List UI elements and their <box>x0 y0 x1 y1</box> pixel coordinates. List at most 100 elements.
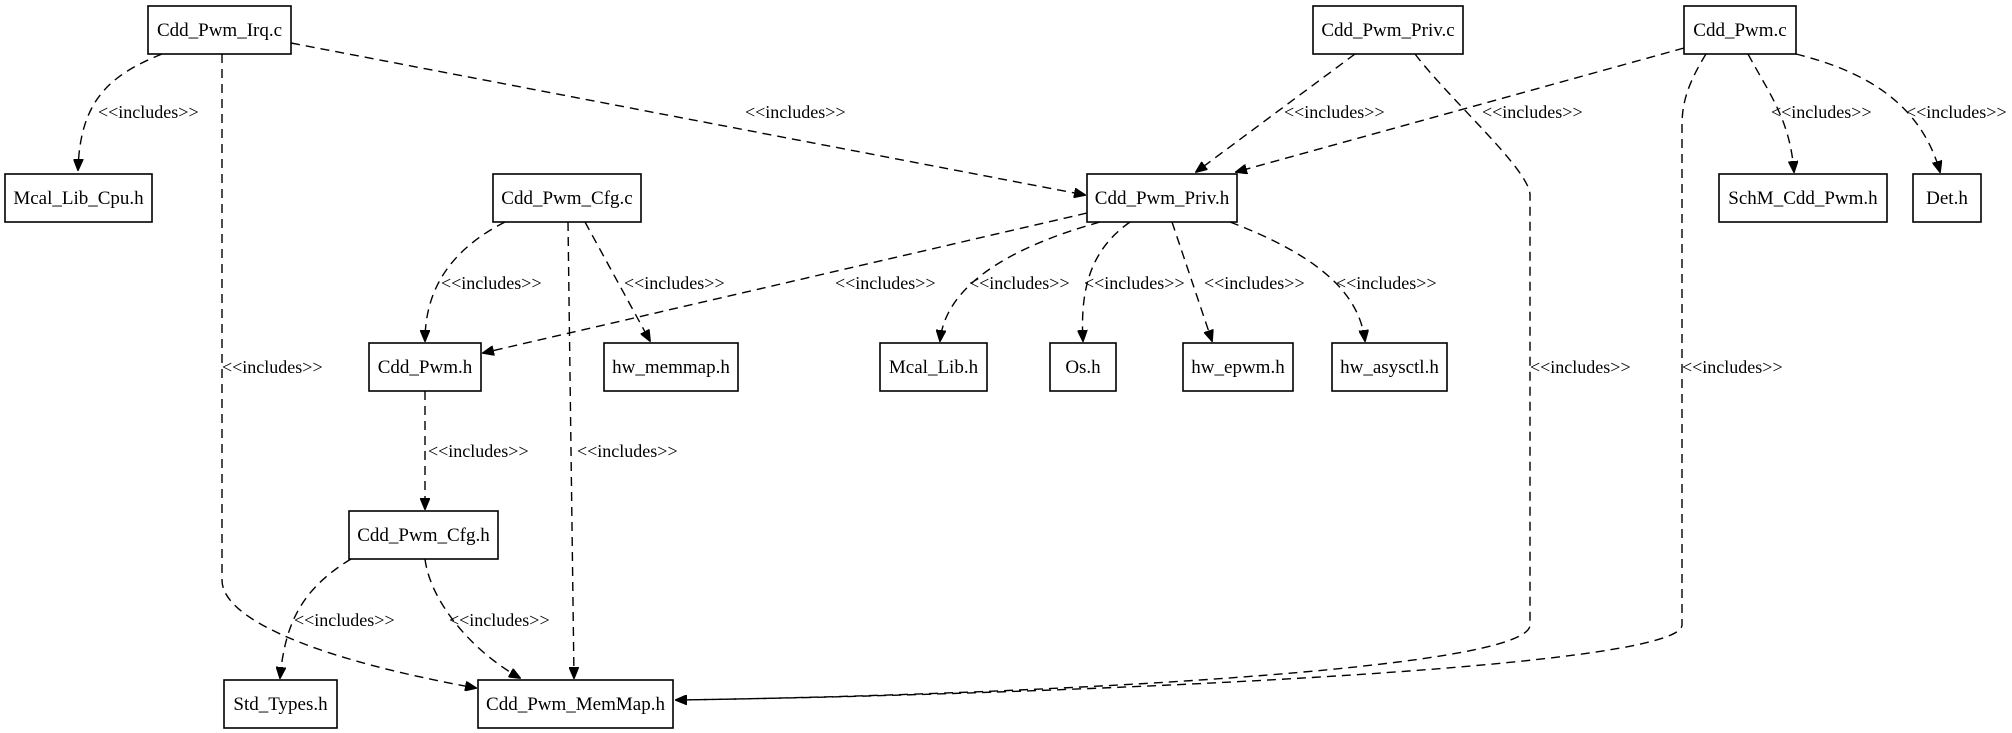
edge-line <box>425 221 506 341</box>
node-box <box>1683 5 1797 55</box>
edge-label: <<includes>> <box>222 357 323 377</box>
edge-priv_h-to-os_h: <<includes>> <box>1083 221 1185 341</box>
edge-pwm_c-to-priv_h: <<includes>> <box>1236 47 1685 172</box>
node-label: Mcal_Lib.h <box>889 357 979 378</box>
node-label: hw_memmap.h <box>612 357 730 378</box>
node-mcal-cpu-h: Mcal_Lib_Cpu.h <box>4 173 153 223</box>
edge-priv_h-to-epwm_h: <<includes>> <box>1171 221 1305 341</box>
node-box <box>1331 342 1448 392</box>
node-os-h: Os.h <box>1049 342 1117 392</box>
edge-line <box>567 221 574 678</box>
node-pwm-h: Cdd_Pwm.h <box>368 342 482 392</box>
node-label: Cdd_Pwm.c <box>1693 20 1786 41</box>
node-box <box>603 342 739 392</box>
edge-pwm_c-to-schm_h: <<includes>> <box>1747 53 1872 172</box>
node-memmap-hw-h: hw_memmap.h <box>603 342 739 392</box>
node-box <box>1049 342 1117 392</box>
edge-pwm_c-to-det_h: <<includes>> <box>1795 53 2007 172</box>
node-label: SchM_Cdd_Pwm.h <box>1728 188 1878 209</box>
edge-line <box>1196 53 1356 172</box>
edge-line <box>1236 47 1685 172</box>
node-box <box>879 342 988 392</box>
edge-irq_c-to-mcal_cpu_h: <<includes>> <box>78 53 199 170</box>
edge-pwm_h-to-cfg_h: <<includes>> <box>425 391 529 509</box>
edge-cfg_h-to-std_h: <<includes>> <box>280 558 395 678</box>
node-label: Cdd_Pwm_MemMap.h <box>486 694 665 715</box>
node-irq-c: Cdd_Pwm_Irq.c <box>147 5 292 55</box>
edge-priv_h-to-mcal_lib_h: <<includes>> <box>940 221 1101 341</box>
node-box <box>1912 173 1982 223</box>
edge-line <box>78 53 163 170</box>
node-label: Cdd_Pwm_Priv.h <box>1095 188 1230 209</box>
node-box <box>477 679 674 729</box>
edge-label: <<includes>> <box>449 610 550 630</box>
node-box <box>1182 342 1294 392</box>
node-pwm-c: Cdd_Pwm.c <box>1683 5 1797 55</box>
edge-label: <<includes>> <box>428 441 529 461</box>
edge-label: <<includes>> <box>1771 102 1872 122</box>
edge-line <box>584 221 650 341</box>
edge-priv_h-to-pwm_h: <<includes>> <box>483 212 1088 353</box>
edge-pwm_c-to-memmap_h: <<includes>> <box>676 53 1783 700</box>
node-label: Os.h <box>1065 357 1101 378</box>
edge-line <box>1171 221 1212 341</box>
node-label: Cdd_Pwm_Cfg.h <box>357 525 490 546</box>
node-box <box>147 5 292 55</box>
edge-irq_c-to-memmap_h: <<includes>> <box>221 54 476 688</box>
edge-label: <<includes>> <box>969 273 1070 293</box>
edge-label: <<includes>> <box>1336 273 1437 293</box>
edge-line <box>1229 221 1365 341</box>
edge-cfg_c-to-pwm_h: <<includes>> <box>425 221 542 341</box>
node-det-h: Det.h <box>1912 173 1982 223</box>
node-mcal-lib-h: Mcal_Lib.h <box>879 342 988 392</box>
node-box <box>368 342 482 392</box>
edge-line <box>280 558 352 678</box>
edge-line <box>1747 53 1794 172</box>
node-asysctl-h: hw_asysctl.h <box>1331 342 1448 392</box>
edge-cfg_c-to-memmap_hw_h: <<includes>> <box>584 221 725 341</box>
edge-line <box>483 212 1088 353</box>
node-box <box>4 173 153 223</box>
edge-line <box>1795 53 1940 172</box>
edge-line <box>676 53 1531 700</box>
edge-label: <<includes>> <box>294 610 395 630</box>
node-box <box>492 173 642 223</box>
edge-label: <<includes>> <box>1906 102 2007 122</box>
edge-priv_c-to-priv_h: <<includes>> <box>1196 53 1385 172</box>
node-memmap-h: Cdd_Pwm_MemMap.h <box>477 679 674 729</box>
node-box <box>223 679 338 729</box>
edge-priv_c-to-memmap_h: <<includes>> <box>676 53 1631 700</box>
edge-line <box>940 221 1101 341</box>
edge-label: <<includes>> <box>1084 273 1185 293</box>
node-label: Cdd_Pwm_Cfg.c <box>501 188 632 209</box>
node-label: hw_asysctl.h <box>1340 357 1439 378</box>
node-box <box>1718 173 1888 223</box>
node-cfg-h: Cdd_Pwm_Cfg.h <box>348 510 499 560</box>
node-label: Det.h <box>1926 188 1968 209</box>
node-label: Cdd_Pwm_Irq.c <box>157 20 282 41</box>
edge-label: <<includes>> <box>1482 102 1583 122</box>
node-label: Cdd_Pwm.h <box>378 357 473 378</box>
node-box <box>1312 5 1464 55</box>
edge-label: <<includes>> <box>624 273 725 293</box>
node-label: Mcal_Lib_Cpu.h <box>13 188 144 209</box>
node-box <box>1086 173 1238 223</box>
edge-label: <<includes>> <box>1530 357 1631 377</box>
edge-label: <<includes>> <box>1204 273 1305 293</box>
edge-line <box>676 53 1707 700</box>
edge-cfg_h-to-memmap_h: <<includes>> <box>424 558 550 678</box>
node-label: Std_Types.h <box>233 694 328 715</box>
edge-label: <<includes>> <box>577 441 678 461</box>
edge-line <box>1083 221 1131 341</box>
edge-label: <<includes>> <box>1284 102 1385 122</box>
node-epwm-h: hw_epwm.h <box>1182 342 1294 392</box>
node-box <box>348 510 499 560</box>
edge-label: <<includes>> <box>98 102 199 122</box>
edge-label: <<includes>> <box>745 102 846 122</box>
edges: <<includes>> <<includes>> <<includes>> <<in… <box>78 42 2007 700</box>
edge-label: <<includes>> <box>441 273 542 293</box>
edge-line <box>424 558 520 678</box>
edge-irq_c-to-priv_h: <<includes>> <box>290 42 1085 195</box>
